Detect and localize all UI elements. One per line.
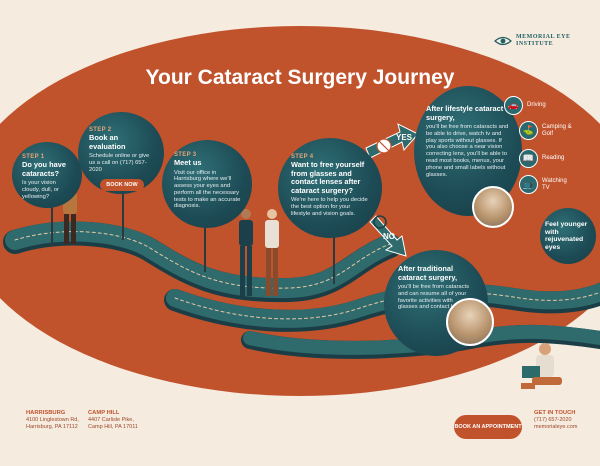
doctor-figure <box>239 209 253 296</box>
feel-younger-circle: Feel younger with rejuvenated eyes <box>540 208 596 264</box>
step1-heading: Do you have cataracts? <box>22 160 66 178</box>
step2-label: STEP 2 <box>89 127 112 133</box>
brand-name-line1: MEMORIAL EYE <box>516 34 571 40</box>
car-icon: 🚗 <box>504 96 523 115</box>
activity-reading-label: Reading <box>542 155 565 161</box>
book-icon: 📖 <box>519 149 538 168</box>
activity-reading: 📖 Reading <box>519 149 564 168</box>
step2-circle: STEP 2 Book an evaluation Schedule onlin… <box>78 112 164 194</box>
contact-website[interactable]: memorialeye.com <box>534 424 578 430</box>
activity-golf-label: Camping & Golf <box>542 123 572 137</box>
lifestyle-body: you'll be free from cataracts and be abl… <box>426 124 509 178</box>
step2-heading: Book an evaluation <box>89 133 126 151</box>
camphill-line2: Camp Hill, PA 17011 <box>88 424 138 430</box>
step1-circle: STEP 1 Do you have cataracts? Is your vi… <box>12 142 82 208</box>
contact-phone[interactable]: (717) 657-2020 <box>534 417 572 423</box>
activity-driving: 🚗 Driving <box>504 96 546 115</box>
step4-body: We're here to help you decide the best o… <box>291 197 368 217</box>
yes-label: YES <box>396 133 413 142</box>
patient-figure <box>265 209 279 296</box>
step2-body: Schedule online or give us a call on (71… <box>89 153 150 173</box>
tv-icon: 📺 <box>519 175 538 194</box>
eye-icon <box>494 36 512 46</box>
step4-heading: Want to free yourself from glasses and c… <box>291 160 365 195</box>
step3-body: Visit our office in Harrisburg where we'… <box>174 169 241 210</box>
step4-pole <box>333 214 335 284</box>
harrisburg-line1: 4100 Linglestown Rd, <box>26 417 79 423</box>
step3-label: STEP 3 <box>174 152 197 158</box>
no-label: NO <box>383 232 395 241</box>
older-patient-photo <box>446 298 494 346</box>
step4-label: STEP 4 <box>291 154 314 160</box>
book-appointment-button[interactable]: BOOK AN APPOINTMENT <box>454 415 522 439</box>
footer-harrisburg: HARRISBURG 4100 Linglestown Rd, Harrisbu… <box>26 410 79 431</box>
step3-heading: Meet us <box>174 158 202 167</box>
feel-younger-text: Feel younger with rejuvenated eyes <box>545 221 588 251</box>
step1-pole <box>51 200 53 246</box>
activity-tv-label: Watching TV <box>542 177 567 191</box>
brand-logo[interactable]: MEMORIAL EYE INSTITUTE <box>494 34 571 48</box>
contact-title: GET IN TOUCH <box>534 410 576 416</box>
reader-figure <box>521 343 562 389</box>
activity-tv: 📺 Watching TV <box>519 175 572 194</box>
step1-body: Is your vision cloudy, dull, or yellowin… <box>22 180 59 200</box>
road-main-line <box>14 231 391 289</box>
harrisburg-line2: Harrisburg, PA 17112 <box>26 424 78 430</box>
footer-contact: GET IN TOUCH (717) 657-2020 memorialeye.… <box>534 410 577 431</box>
no-arrow <box>369 215 407 257</box>
lifestyle-heading: After lifestyle cataract surgery, <box>426 104 504 122</box>
golf-icon: ⛳ <box>519 121 538 140</box>
glasses-icon <box>373 215 387 229</box>
harrisburg-title: HARRISBURG <box>26 410 66 416</box>
traditional-body: you'll be free from cataracts and can re… <box>398 284 470 311</box>
step3-circle: STEP 3 Meet us Visit our office in Harri… <box>162 140 252 228</box>
footer-camphill: CAMP HILL 4407 Carlisle Pike, Camp Hill,… <box>88 410 138 431</box>
book-now-button[interactable]: BOOK NOW <box>100 179 144 192</box>
step2-pole <box>122 178 124 240</box>
camphill-title: CAMP HILL <box>88 410 120 416</box>
brand-name-line2: INSTITUTE <box>516 41 554 47</box>
happy-patient-photo <box>472 186 514 228</box>
step1-label: STEP 1 <box>22 154 45 160</box>
page-title: Your Cataract Surgery Journey <box>145 66 455 89</box>
no-glasses-icon <box>376 138 392 154</box>
activity-golf: ⛳ Camping & Golf <box>519 121 576 140</box>
camphill-line1: 4407 Carlisle Pike, <box>88 417 134 423</box>
traditional-heading: After traditional cataract surgery, <box>398 264 458 282</box>
step3-pole <box>204 204 206 272</box>
activity-driving-label: Driving <box>527 102 546 108</box>
step4-circle: STEP 4 Want to free yourself from glasse… <box>278 138 382 238</box>
